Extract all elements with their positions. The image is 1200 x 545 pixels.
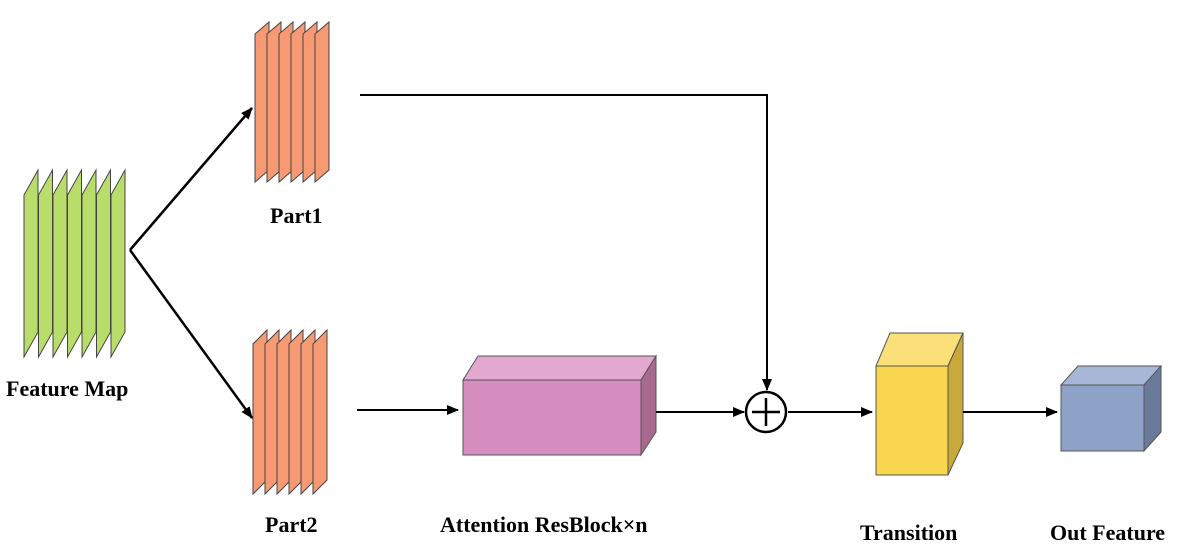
- transition-label: Transition: [860, 520, 958, 545]
- feature-map-sheet: [110, 168, 126, 359]
- feature-map-sheet: [23, 168, 39, 359]
- part1-label: Part1: [270, 203, 323, 228]
- feature-map-label: Feature Map: [6, 376, 129, 401]
- out-feature-box-front: [1060, 384, 1145, 452]
- feature-map-stack: [23, 168, 126, 359]
- feature-map-sheet: [38, 168, 53, 359]
- part1-sheet: [314, 20, 330, 184]
- part2-sheet: [312, 328, 328, 496]
- out-feature-label: Out Feature: [1050, 520, 1166, 545]
- feature-map-sheet: [81, 168, 97, 359]
- part2-label: Part2: [265, 512, 318, 537]
- transition-box: [875, 332, 964, 476]
- sum-node-icon: [744, 390, 788, 434]
- part1-stack: [254, 20, 330, 184]
- part2-stack: [252, 328, 328, 496]
- arrow-feature-to-part1: [129, 107, 253, 251]
- attention-box-top: [462, 355, 657, 381]
- feature-map-sheet: [67, 168, 82, 359]
- attention-resblock-box: [462, 354, 657, 457]
- attention-resblock-label: Attention ResBlock×n: [440, 512, 648, 537]
- transition-box-front: [875, 365, 949, 476]
- arrow-feature-to-part2: [128, 249, 254, 419]
- attention-box-front: [462, 379, 642, 456]
- connector-part1-to-sum: [360, 94, 772, 391]
- feature-map-sheet: [96, 168, 111, 359]
- feature-map-sheet: [52, 168, 68, 359]
- out-feature-box: [1059, 364, 1163, 453]
